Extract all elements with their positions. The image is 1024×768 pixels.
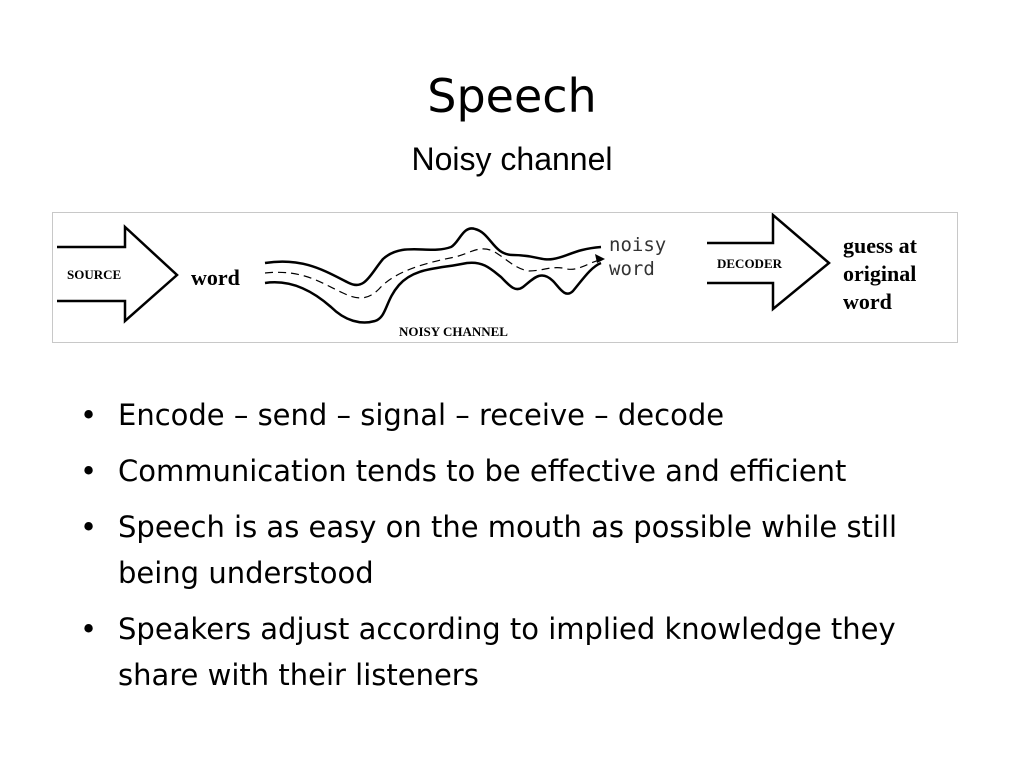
bullet-text: Encode – send – signal – receive – decod…: [118, 398, 725, 432]
bullet-item: • Encode – send – signal – receive – dec…: [80, 392, 940, 438]
channel-arrowhead: [595, 254, 605, 263]
bullet-marker: •: [80, 398, 98, 432]
bullet-marker: •: [80, 454, 98, 488]
bullet-item: • Communication tends to be effective an…: [80, 448, 940, 494]
slide-title: Speech: [427, 69, 597, 123]
guess-line2: original: [843, 261, 916, 286]
decoder-arrow: [707, 213, 831, 312]
bullet-text: Speakers adjust according to implied kno…: [118, 612, 896, 692]
noisy-word-line1: noisy: [609, 234, 666, 256]
bullet-marker: •: [80, 612, 98, 646]
guess-line1: guess at: [843, 233, 918, 258]
decoder-label: DECODER: [717, 256, 783, 271]
channel-upper-boundary: [264, 227, 602, 287]
source-arrow: [57, 224, 179, 324]
channel-lower-boundary: [264, 261, 602, 324]
word-label: word: [191, 265, 240, 290]
noisy-word-line2: word: [609, 258, 655, 280]
source-label: SOURCE: [67, 267, 121, 282]
bullet-item: • Speech is as easy on the mouth as poss…: [80, 504, 940, 596]
bullet-list: • Encode – send – signal – receive – dec…: [80, 392, 940, 708]
bullet-item: • Speakers adjust according to implied k…: [80, 606, 940, 698]
channel-label: NOISY CHANNEL: [399, 324, 508, 339]
slide-subtitle: Noisy channel: [411, 141, 613, 177]
bullet-text: Communication tends to be effective and …: [118, 454, 847, 488]
bullet-marker: •: [80, 510, 98, 544]
bullet-text: Speech is as easy on the mouth as possib…: [118, 510, 898, 590]
noisy-channel-svg: SOURCE word NOISY CHANNEL noisy word DEC…: [57, 213, 918, 339]
channel-signal-path: [264, 248, 604, 299]
noisy-channel-diagram: SOURCE word NOISY CHANNEL noisy word DEC…: [52, 212, 958, 343]
guess-line3: word: [843, 289, 892, 314]
